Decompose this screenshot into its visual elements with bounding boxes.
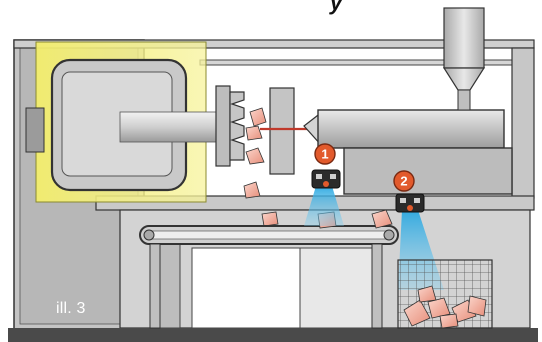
parts-bin: [397, 259, 493, 329]
sensor-2-marker-label: 2: [400, 174, 407, 189]
conveyor-belt: [139, 209, 399, 329]
fixed-platen: [260, 87, 320, 175]
sensor-1-marker: [314, 143, 336, 165]
hopper-icon: [442, 7, 486, 111]
sensor-2-marker: [393, 170, 415, 192]
ejected-parts: [243, 107, 279, 227]
optical-sensor-1: 1: [304, 143, 344, 226]
sensor-1-marker-label: 1: [321, 147, 328, 162]
clamp-unit: [25, 41, 221, 203]
illustration-caption: ill. 3: [56, 300, 86, 317]
movable-platen: [215, 85, 245, 167]
injection-unit: [303, 109, 513, 195]
title-fragment-glyph: y: [329, 0, 344, 15]
